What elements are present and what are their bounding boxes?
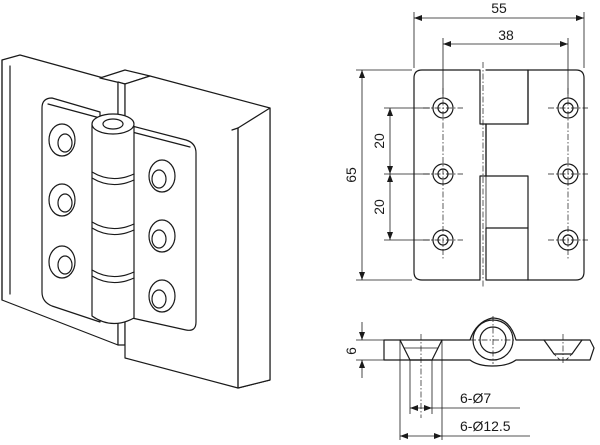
right-hinge-leaf <box>131 125 197 331</box>
right-leaf-holes <box>148 159 176 313</box>
left-leaf-holes <box>48 123 76 279</box>
front-dimensions: 55 38 65 20 20 <box>343 0 585 281</box>
dim-countersink-diameter: 6-Ø12.5 <box>460 418 511 434</box>
hole-centerlines <box>423 88 588 260</box>
front-left-leaf <box>413 69 487 281</box>
front-view <box>413 62 588 288</box>
dim-thickness: 6 <box>343 347 359 355</box>
isometric-hinge-view <box>1 54 271 389</box>
side-dimensions: 6 6-Ø7 6-Ø12.5 <box>343 322 530 440</box>
hinge-knuckle <box>91 113 135 325</box>
dim-hole-spacing-upper: 20 <box>371 133 387 149</box>
dim-hole-diameter: 6-Ø7 <box>460 390 491 406</box>
side-view <box>383 316 595 418</box>
dim-overall-height: 65 <box>343 167 359 183</box>
front-right-leaf <box>485 69 585 281</box>
dim-overall-width: 55 <box>491 0 507 16</box>
dim-hole-spacing-lower: 20 <box>371 199 387 215</box>
dim-hole-spacing-horizontal: 38 <box>498 27 514 43</box>
side-profile <box>383 317 595 367</box>
